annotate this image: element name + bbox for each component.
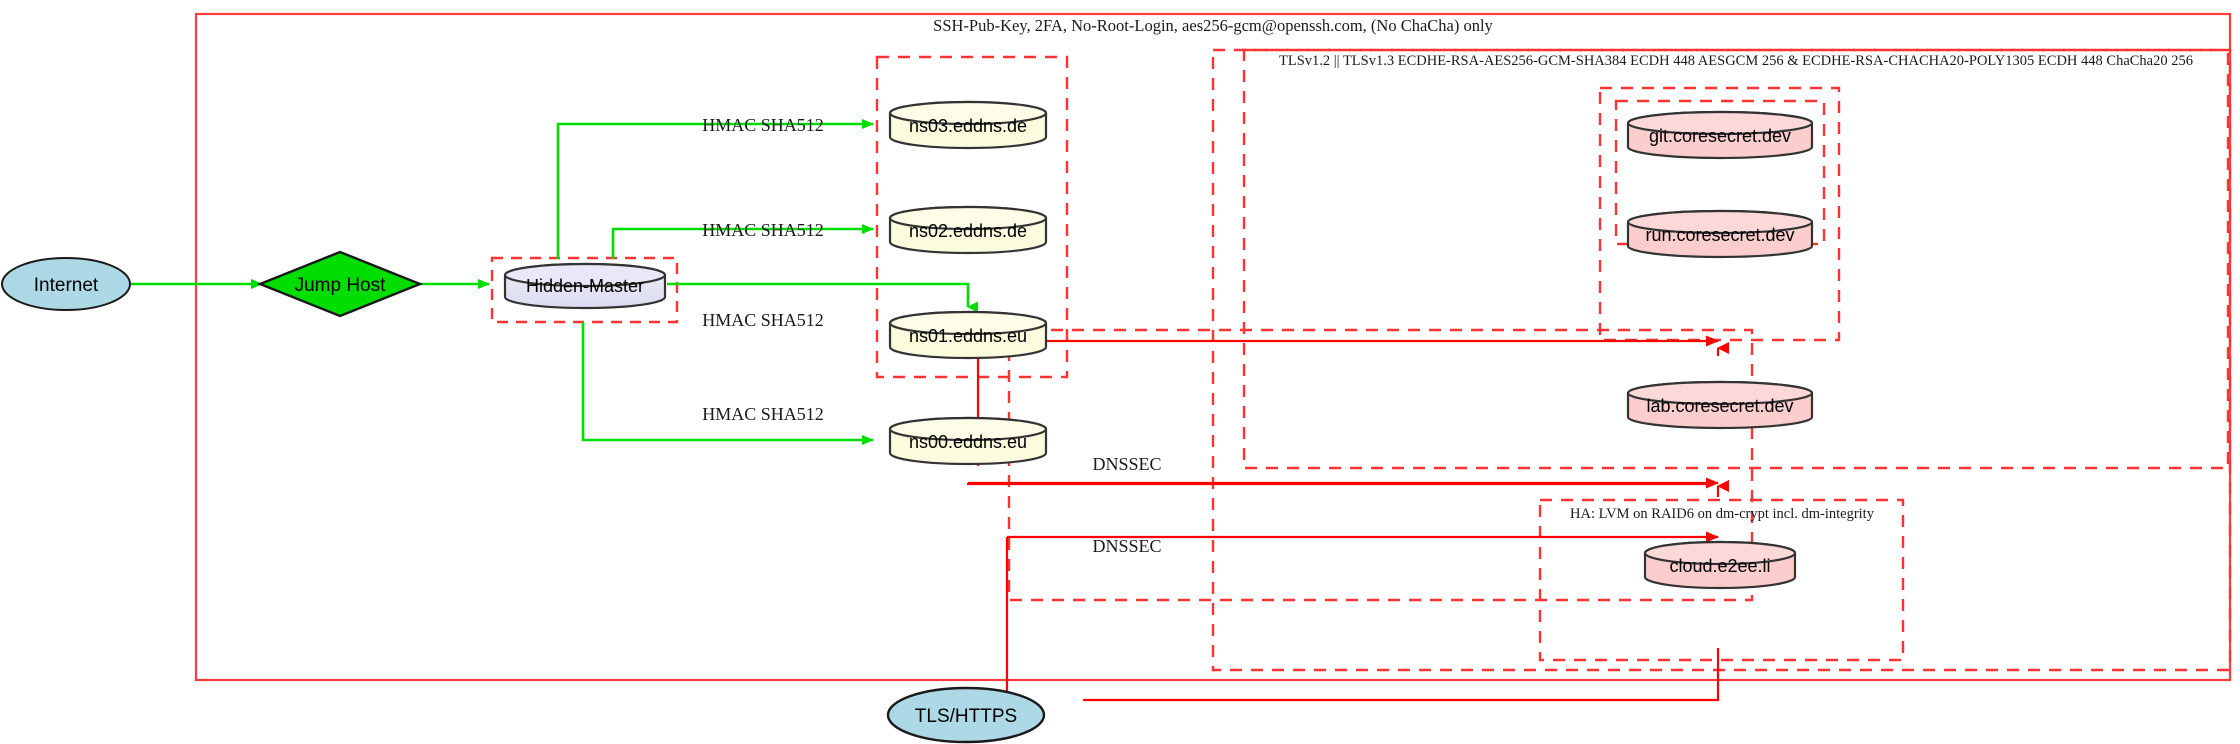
node-ns00[interactable]: ns00.eddns.eu [888, 416, 1048, 466]
node-hidden-master-label: Hidden-Master [526, 276, 644, 296]
edge-label-dnssec-1: DNSSEC [1092, 454, 1161, 474]
outer-boundary-ssh [194, 12, 2232, 682]
cluster-hidden-master [490, 256, 679, 324]
node-jump-host[interactable]: Jump Host [256, 250, 424, 318]
node-tls-https-label: TLS/HTTPS [915, 706, 1017, 727]
node-git-coresecret[interactable]: git.coresecret.dev [1626, 110, 1814, 160]
edge-label-hmac-2: HMAC SHA512 [702, 220, 824, 240]
node-ns01[interactable]: ns01.eddns.eu [888, 310, 1048, 360]
cluster-dns [875, 55, 1069, 379]
node-internet[interactable]: Internet [1, 257, 131, 311]
edge-master-ns00 [581, 322, 874, 445]
edge-label-hmac-1: HMAC SHA512 [702, 115, 824, 135]
edge-master-ns02 [611, 224, 874, 259]
cluster-coresecret [1598, 86, 1841, 342]
edge-dnssec-upper [976, 335, 1719, 347]
node-cloud-label: cloud.e2ee.li [1669, 556, 1770, 576]
node-hidden-master[interactable]: Hidden-Master [503, 262, 667, 310]
edge-label-hmac-4: HMAC SHA512 [702, 404, 824, 424]
node-ns03-label: ns03.eddns.de [909, 116, 1027, 136]
cluster-dnssec-outer [1211, 48, 2232, 672]
node-tls-https[interactable]: TLS/HTTPS [886, 686, 1046, 744]
node-lab-coresecret[interactable]: lab.coresecret.dev [1626, 380, 1814, 430]
node-ns00-label: ns00.eddns.eu [909, 432, 1027, 452]
edge-master-ns01 [667, 282, 978, 313]
boundary-label-ssh: SSH-Pub-Key, 2FA, No-Root-Login, aes256-… [933, 16, 1493, 35]
node-cloud-e2ee[interactable]: cloud.e2ee.li [1643, 540, 1797, 590]
node-jump-host-label: Jump Host [295, 275, 387, 296]
node-run-label: run.coresecret.dev [1645, 225, 1794, 245]
cluster-tls-label: TLSv1.2 || TLSv1.3 ECDHE-RSA-AES256-GCM-… [1279, 53, 2193, 69]
cluster-ha-label: HA: LVM on RAID6 on dm-crypt incl. dm-in… [1570, 506, 1875, 522]
cluster-git-run [1614, 99, 1826, 246]
node-internet-label: Internet [34, 275, 99, 296]
node-run-coresecret[interactable]: run.coresecret.dev [1626, 209, 1814, 259]
node-ns01-label: ns01.eddns.eu [909, 326, 1027, 346]
edge-master-ns03 [556, 119, 874, 259]
node-ns02-label: ns02.eddns.de [909, 221, 1027, 241]
edge-tlshttps-right [1083, 648, 1720, 702]
node-ns02[interactable]: ns02.eddns.de [888, 205, 1048, 255]
edge-label-dnssec-2: DNSSEC [1092, 536, 1161, 556]
edge-label-hmac-3: HMAC SHA512 [702, 310, 824, 330]
node-lab-label: lab.coresecret.dev [1646, 396, 1793, 416]
cluster-ha [1538, 498, 1905, 662]
cluster-dnssec-inner [1007, 328, 1754, 602]
node-ns03[interactable]: ns03.eddns.de [888, 100, 1048, 150]
node-git-label: git.coresecret.dev [1649, 126, 1791, 146]
cluster-tls [1242, 48, 2230, 470]
